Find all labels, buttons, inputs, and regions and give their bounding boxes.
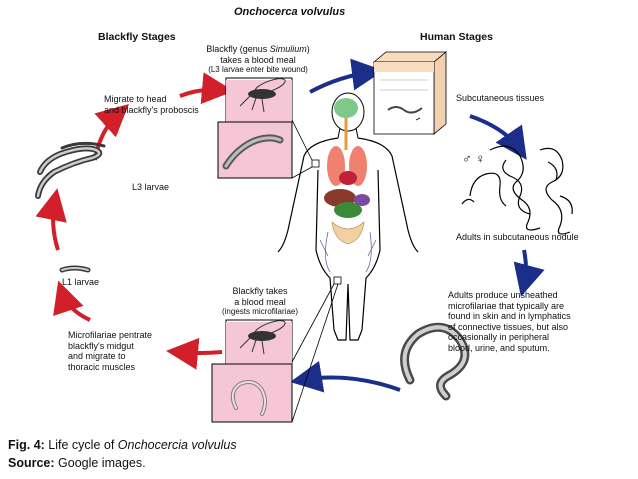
top-meal-line2: takes a blood meal [220, 54, 296, 65]
bottom-blood-meal-label: Blackfly takes a blood meal (ingests mic… [212, 286, 308, 316]
source-label: Source: [8, 456, 55, 470]
red-arrows [35, 72, 234, 370]
l1-larva [59, 265, 91, 273]
subcutaneous-label: Subcutaneous tissues [456, 93, 545, 103]
blue-arrows [290, 58, 545, 393]
red-arrow-to-top-meal [179, 72, 234, 105]
bottom-blackfly-panel [211, 319, 293, 423]
sex-symbols: ♂ ♀ [462, 151, 486, 166]
red-arrow-to-l1 [53, 280, 91, 322]
source-caption: Source: Google images. [8, 456, 146, 470]
diagram-title: Onchocerca volvulus [234, 6, 346, 18]
human-stages-header: Human Stages [420, 31, 493, 43]
red-arrow-to-microfilariae [166, 337, 223, 370]
microfilariae-penetrate-label: Microfilariae pentrate blackfly's midgut… [68, 330, 153, 372]
fig-label: Fig. 4: [8, 438, 45, 452]
blue-arrow-to-nodule [469, 114, 527, 160]
skin-worm [387, 106, 423, 114]
migrate-head-label: Migrate to head and blackfly's proboscis [104, 94, 199, 115]
blue-arrow-to-skin [309, 58, 384, 94]
top-blood-meal-label: Blackfly (genus Simulium) takes a blood … [206, 44, 310, 74]
top-meal-line1: Blackfly (genus Simulium) [206, 44, 310, 54]
figure-caption: Fig. 4: Life cycle of Onchocercia volvul… [8, 438, 237, 452]
blackfly-stages-header: Blackfly Stages [98, 31, 176, 43]
top-blackfly-panel [217, 77, 293, 179]
l3-larvae-label: L3 larvae [132, 182, 170, 192]
bottom-meal-note: (ingests microfilariae) [221, 307, 299, 316]
l1-larvae-label: L1 larvae [62, 277, 100, 287]
adult-worms [461, 145, 573, 235]
microfilaria-lower-right [400, 322, 470, 401]
top-meal-note: (L3 larvae enter bite wound) [208, 65, 308, 74]
l3-larva [35, 141, 106, 199]
red-arrow-to-l3 [35, 188, 67, 251]
human-figure [277, 92, 419, 423]
adults-produce-label: Adults produce unsheathed microfilariae … [448, 290, 571, 353]
adults-nodule-label: Adults in subcutaneous nodule [456, 232, 579, 242]
skin-block [372, 51, 448, 135]
blue-arrow-to-bottom-meal [290, 360, 401, 393]
blue-arrow-to-adults-produce [513, 249, 545, 297]
